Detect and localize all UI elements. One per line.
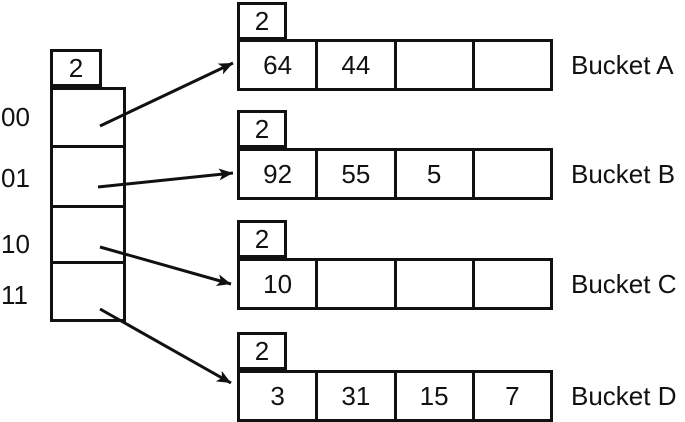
bucket-a-label: Bucket A [571, 50, 674, 80]
bucket-a-slot-2: 44 [318, 42, 397, 88]
bucket-a-local-depth-value: 2 [254, 6, 270, 36]
bucket-d-local-depth-box: 2 [237, 332, 287, 370]
bucket-b-slot-3: 5 [397, 151, 475, 197]
directory-global-depth-value: 2 [68, 53, 84, 83]
bucket-a-local-depth-box: 2 [237, 2, 287, 40]
bucket-d-slot-3: 15 [397, 373, 475, 419]
bucket-a-slot-4 [475, 42, 550, 88]
bucket-b-slot-2: 55 [318, 151, 397, 197]
directory-entry-label-00: 00 [1, 102, 30, 132]
bucket-d-slot-4: 7 [505, 381, 520, 411]
bucket-b-label: Bucket B [571, 159, 676, 189]
bucket-d-label: Bucket D [571, 381, 677, 411]
bucket-a-slot-1: 64 [240, 42, 319, 88]
bucket-c-slot-1: 10 [240, 261, 319, 307]
bucket-b-local-depth-value: 2 [254, 114, 270, 144]
bucket-c-row: 10 [237, 258, 553, 310]
bucket-a-row: 64 44 [237, 39, 553, 91]
bucket-d-local-depth-value: 2 [254, 336, 270, 366]
directory-cell-10 [53, 208, 123, 264]
bucket-d-row: 3 31 15 7 [237, 370, 553, 422]
directory-cell-00 [53, 90, 123, 148]
directory-cell-01 [53, 148, 123, 208]
directory-entry-label-10: 10 [1, 229, 30, 259]
bucket-c-slot-4 [475, 261, 550, 307]
directory-entry-label-01: 01 [1, 163, 30, 193]
bucket-c-local-depth-box: 2 [237, 220, 287, 258]
bucket-b-row: 92 55 5 [237, 148, 553, 200]
bucket-b-slot-4 [475, 151, 550, 197]
bucket-a-slot-3 [397, 42, 475, 88]
directory-global-depth-box: 2 [50, 49, 102, 87]
bucket-b-local-depth-box: 2 [237, 110, 287, 148]
bucket-c-slot-3 [397, 261, 475, 307]
bucket-c-slot-2 [318, 261, 397, 307]
bucket-c-label: Bucket C [571, 269, 677, 299]
directory-entry-label-11: 11 [1, 280, 28, 310]
bucket-b-slot-1: 92 [240, 151, 319, 197]
bucket-d-slot-1: 3 [240, 373, 319, 419]
bucket-d-slot-2: 31 [318, 373, 397, 419]
directory-column [50, 87, 126, 322]
bucket-c-local-depth-value: 2 [254, 224, 270, 254]
directory-cell-11 [53, 264, 123, 319]
